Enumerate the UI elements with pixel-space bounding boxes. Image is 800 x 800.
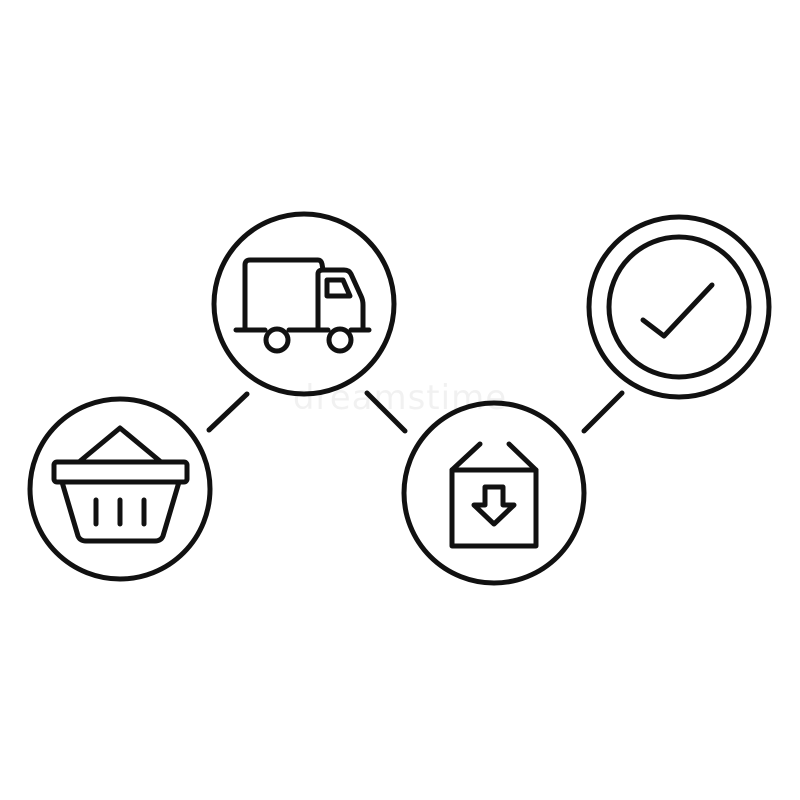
step-circle-bag — [401, 400, 587, 586]
connector-truck-bag — [364, 390, 408, 434]
connector-bag-check — [581, 390, 625, 434]
step-circle-check — [586, 214, 772, 400]
shopping-bag-download-icon — [449, 441, 539, 549]
shopping-basket-icon — [51, 425, 190, 544]
step-circle-truck — [211, 211, 397, 397]
checkmark-icon — [640, 282, 715, 339]
step-circle-basket — [27, 396, 213, 582]
connector-basket-truck — [206, 391, 250, 433]
delivery-truck-icon — [233, 257, 372, 354]
